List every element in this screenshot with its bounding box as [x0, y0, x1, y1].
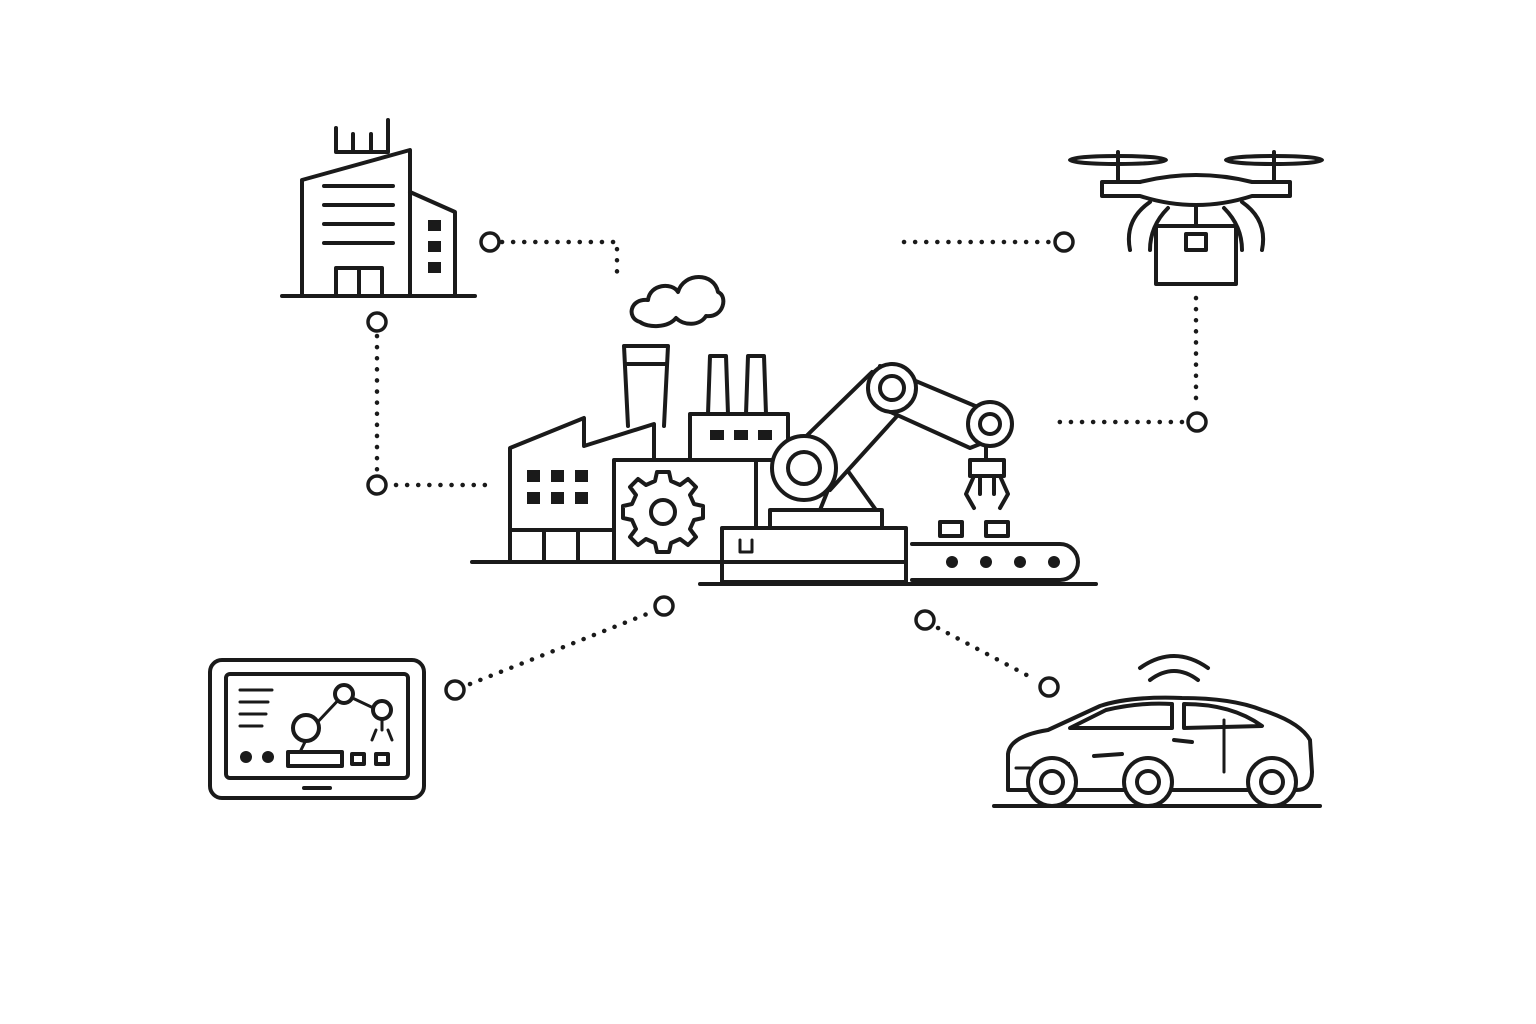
connector-office-side	[374, 333, 489, 488]
office-building-icon	[280, 118, 477, 298]
connected-car-icon	[992, 654, 1322, 808]
smart-factory-icon	[470, 275, 1098, 586]
connectors	[366, 231, 1208, 701]
connector-node	[1038, 676, 1060, 698]
connector-node	[1053, 231, 1075, 253]
delivery-drone-icon	[1068, 150, 1324, 286]
connector-node	[479, 231, 501, 253]
connector-car	[935, 625, 1039, 683]
gear-icon	[621, 470, 705, 554]
connector-node	[1186, 411, 1208, 433]
connector-node	[653, 595, 675, 617]
connector-node	[366, 474, 388, 496]
wifi-signal-icon	[1138, 654, 1210, 682]
factory-building-icon	[508, 416, 656, 564]
robotic-arm-icon	[768, 362, 1014, 530]
connector-office-top	[499, 239, 620, 275]
connector-node	[914, 609, 936, 631]
connector-drone-side	[1051, 295, 1199, 425]
conveyor-belt-icon	[910, 520, 1080, 582]
connector-node	[444, 679, 466, 701]
connector-tablet	[467, 609, 655, 687]
connector-node	[366, 311, 388, 333]
tablet-robot-monitor-icon	[208, 658, 426, 800]
smoke-cloud-icon	[629, 275, 726, 329]
